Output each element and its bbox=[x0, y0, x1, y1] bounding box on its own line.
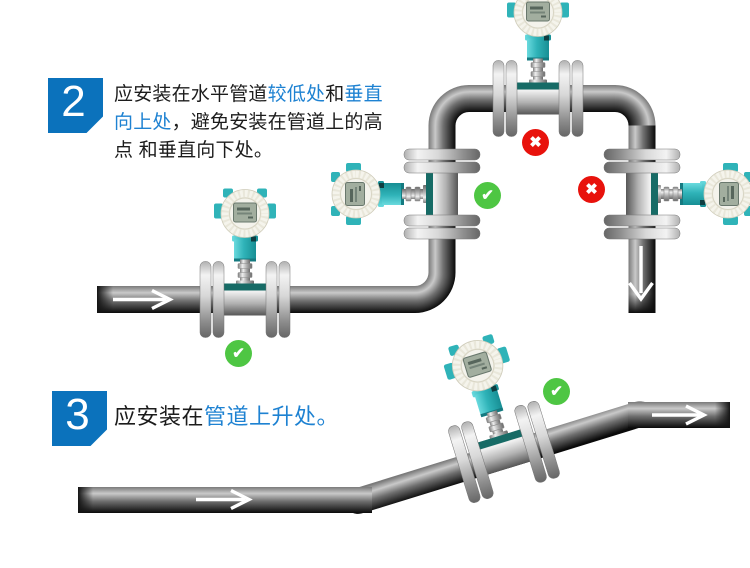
flow-arrow-right-icon bbox=[230, 488, 253, 511]
flow-meter-vertical-down bbox=[604, 149, 750, 239]
text-segment: ，避免安装在管道上的高点 和垂直向下处。 bbox=[114, 112, 383, 161]
text-segment: 应安装在 bbox=[114, 404, 205, 429]
flow-arrow-down-icon bbox=[628, 282, 654, 302]
flow-meter-horizontal-low bbox=[200, 189, 290, 338]
instruction-text-step3: 应安装在管道上升处。 bbox=[114, 402, 339, 432]
text-segment: 和 bbox=[325, 84, 345, 105]
instruction-text-step2: 应安装在水平管道较低处和垂直向上处，避免安装在管道上的高点 和垂直向下处。 bbox=[114, 81, 390, 165]
step-number-badge: 3 bbox=[52, 391, 107, 446]
text-segment-emphasis: 管道上升处。 bbox=[204, 404, 340, 429]
flow-arrow-right-icon bbox=[151, 288, 174, 311]
wrong-icon: ✖ bbox=[522, 129, 549, 156]
correct-icon: ✔ bbox=[543, 378, 570, 405]
step-number: 2 bbox=[61, 76, 86, 126]
pipe-elbow-up bbox=[415, 272, 456, 313]
text-segment-emphasis: 垂直向上处 bbox=[114, 84, 383, 133]
pipe-arch-corner-left bbox=[428, 85, 469, 126]
correct-icon: ✔ bbox=[474, 182, 501, 209]
text-segment: 应安装在水平管道 bbox=[114, 84, 268, 105]
flow-arrows-section2 bbox=[113, 246, 654, 311]
text-segment-emphasis: 较低处 bbox=[267, 84, 326, 105]
pipe-arch-corner-right bbox=[615, 85, 656, 126]
flow-meter-high-point bbox=[493, 0, 583, 137]
step-number-badge: 2 bbox=[48, 78, 103, 133]
step-number: 3 bbox=[65, 389, 90, 439]
flow-arrow-right-icon bbox=[685, 404, 708, 426]
correct-icon: ✔ bbox=[225, 340, 252, 367]
wrong-icon: ✖ bbox=[578, 176, 605, 203]
flow-arrows-section3 bbox=[196, 404, 708, 511]
